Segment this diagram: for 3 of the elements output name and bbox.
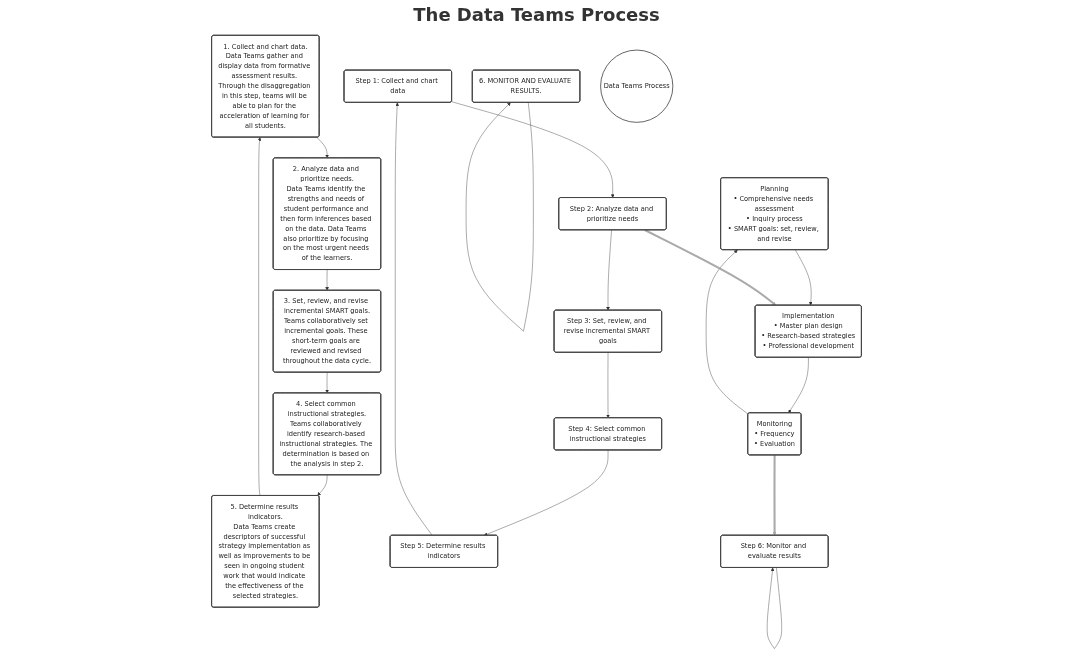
arrow xyxy=(644,229,776,306)
arrow xyxy=(772,455,777,536)
section-heading: The Data Teams Process xyxy=(413,4,660,25)
